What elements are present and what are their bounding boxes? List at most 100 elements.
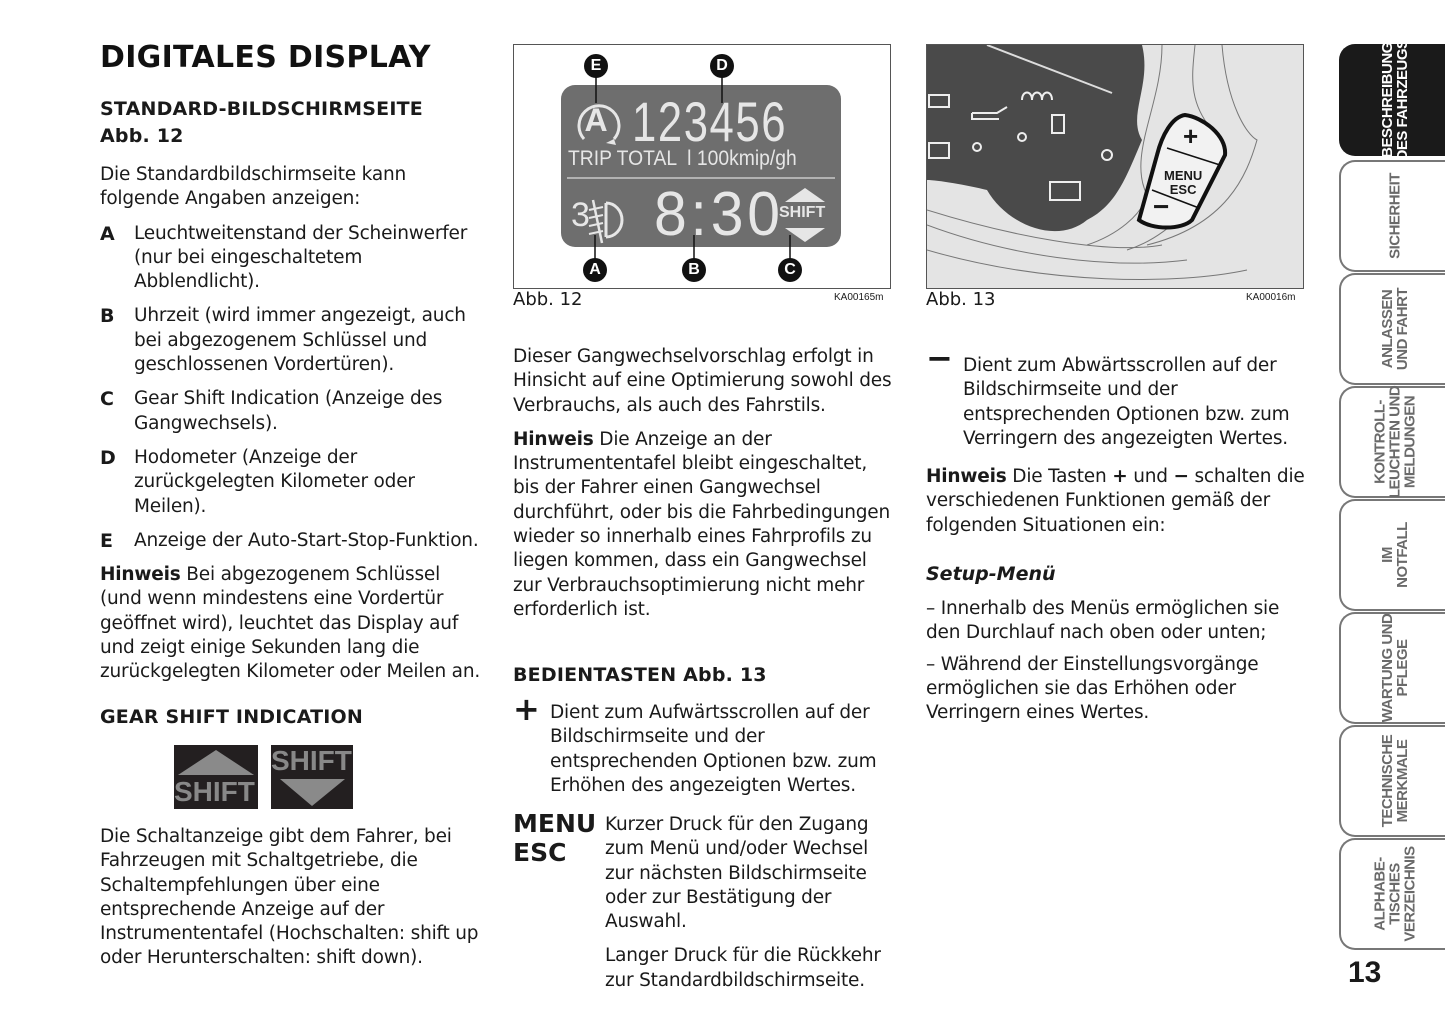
headlight-level-value: 3 <box>571 196 590 234</box>
item-text: Uhrzeit (wird immer angezeigt, auch bei … <box>134 305 466 376</box>
callout-markers <box>583 54 802 282</box>
lcd-shift-label: SHIFT <box>779 204 826 221</box>
note-paragraph: Hinweis Die Anzeige an der Instrumentent… <box>513 428 893 622</box>
odometer-readout: 123456 <box>632 90 788 153</box>
setup-menu-heading: Setup-Menü <box>926 563 1056 585</box>
button-plus-label: + <box>1183 121 1199 151</box>
figure-13-controls: + MENU ESC − <box>926 44 1304 289</box>
button-menu-text: MENU <box>1164 168 1203 183</box>
item-label: B <box>100 305 115 328</box>
figure-12-display: A 123456 TRIP TOTAL l 100kmip/gh 3 8:30 … <box>513 44 891 289</box>
button-minus-label: − <box>1153 191 1170 222</box>
callout-d: D <box>716 57 728 74</box>
setup-item-1: – Innerhalb des Menüs ermöglichen sie de… <box>926 598 1280 644</box>
callout-lines <box>594 77 791 259</box>
plus-button-description: + Dient zum Aufwärtsscrollen auf der Bil… <box>513 693 893 798</box>
minus-text: Dient zum Abwärtsscrollen auf der Bildsc… <box>963 355 1290 449</box>
note-minus-symbol: − <box>1173 466 1189 487</box>
note-paragraph: Hinweis Bei abgezogenem Schlüssel (und w… <box>100 563 485 684</box>
list-item-b: B Uhrzeit (wird immer angezeigt, auch bei… <box>100 304 485 377</box>
esc-label: ESC <box>513 838 567 867</box>
intro-paragraph: Die Standardbildschirmseite kann folgend… <box>100 164 407 210</box>
callout-b: B <box>688 261 700 278</box>
setup-menu-list: – Innerhalb des Menüs ermöglichen sie de… <box>926 597 1306 725</box>
figure-13-caption: Abb. 13 <box>926 289 996 310</box>
figure-13-code: KA00016m <box>1246 292 1296 303</box>
note-text-a: Die Tasten <box>1012 466 1107 487</box>
list-item-d: D Hodometer (Anzeige der zurückgelegten K… <box>100 446 485 519</box>
lcd-shift-down-arrow <box>785 228 825 242</box>
note-label: Hinweis <box>926 466 1007 487</box>
dashboard-illustration <box>927 45 1258 280</box>
note-text-b: und <box>1133 466 1168 487</box>
lcd-illustration <box>561 54 841 282</box>
button-esc-text: ESC <box>1169 182 1197 197</box>
fuel-icon <box>1051 114 1065 134</box>
callout-c: C <box>784 261 796 278</box>
heading-standard-text: STANDARD-BILDSCHIRMSEITE <box>100 98 423 120</box>
shift-up-label: SHIFT <box>174 776 255 807</box>
note-label: Hinweis <box>513 428 594 450</box>
glow-plug-icon <box>1021 91 1053 101</box>
lcd-shift-up-arrow <box>785 188 825 202</box>
item-label: D <box>100 446 116 469</box>
auto-symbol: A <box>584 102 608 138</box>
heading-gear-shift: GEAR SHIFT INDICATION <box>100 706 364 728</box>
item-text: Anzeige der Auto-Start-Stop-Funktion. <box>134 529 479 551</box>
column-middle-text: Dieser Gangwechselvorschlag erfolgt in H… <box>513 345 893 622</box>
note-paragraph: Hinweis Die Tasten + und − schalten die … <box>926 465 1306 538</box>
menu-esc-symbol: MENU ESC <box>513 809 596 867</box>
gsi-paragraph: Die Schaltanzeige gibt dem Fahrer, bei F… <box>100 826 479 969</box>
callout-e: E <box>590 57 602 74</box>
item-text: Hodometer (Anzeige der zurückgelegten Ki… <box>134 446 415 517</box>
tab-label: SICHERHEIT <box>1386 173 1404 259</box>
minus-symbol: − <box>926 339 953 377</box>
standard-screen-content: Die Standardbildschirmseite kann folgend… <box>100 163 485 685</box>
note-text: Die Anzeige an der Instrumententafel ble… <box>513 428 891 620</box>
minus-button-description: − Dient zum Abwärtsscrollen auf der Bild… <box>926 342 1306 451</box>
lcd-panel <box>561 85 841 247</box>
arrow-down-icon <box>280 779 345 806</box>
shift-down-label: SHIFT <box>271 745 352 776</box>
lock-icon <box>928 142 950 159</box>
plus-text: Dient zum Aufwärtsscrollen auf der Bilds… <box>550 702 877 796</box>
item-label: A <box>100 222 115 245</box>
note-text-c: schalten die verschiedenen Funktionen ge… <box>926 466 1305 536</box>
heading-standard-ref: Abb. 12 <box>100 125 184 147</box>
button-menu-esc-label: MENU ESC <box>1164 169 1202 197</box>
note-text: Bei abgezogenem Schlüssel (und wenn mind… <box>100 564 481 683</box>
shift-up-indicator: SHIFT <box>174 745 258 809</box>
page-number: 13 <box>1348 956 1382 989</box>
tab-sicherheit[interactable]: SICHERHEIT <box>1339 160 1445 272</box>
battery-icon <box>928 94 950 108</box>
note-plus-symbol: + <box>1112 466 1128 487</box>
setup-item-2: – Während der Einstellungsvorgänge ermög… <box>926 653 1259 724</box>
callout-a: A <box>589 261 601 278</box>
heading-standard-screen: STANDARD-BILDSCHIRMSEITE Abb. 12 <box>100 96 485 150</box>
steering-button-pod <box>1136 112 1228 230</box>
menu-long-press-text: Langer Druck für die Rückkehr zur Standa… <box>605 945 881 991</box>
trip-line: TRIP TOTAL l 100kmip/gh <box>568 147 797 170</box>
oil-icon <box>971 106 1008 120</box>
rear-defrost-icon <box>1049 181 1081 201</box>
auto-start-stop-icon <box>577 104 621 145</box>
figure-12-caption: Abb. 12 <box>513 289 583 310</box>
item-label: C <box>100 388 114 411</box>
menu-short-press-text: Kurzer Druck für den Zugang zum Menü und… <box>605 814 869 933</box>
